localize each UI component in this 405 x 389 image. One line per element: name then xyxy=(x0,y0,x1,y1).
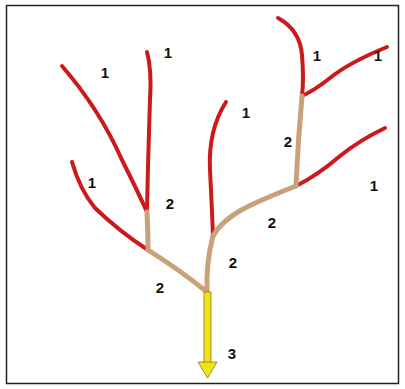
stream-order-number: 1 xyxy=(313,48,321,63)
frame xyxy=(7,6,399,384)
stream-order-number: 2 xyxy=(229,255,237,270)
stream-order-1 xyxy=(62,66,147,212)
stream-order-number: 2 xyxy=(268,215,276,230)
stream-order-1 xyxy=(302,47,387,96)
stream-order-number: 2 xyxy=(166,196,174,211)
stream-order-3 xyxy=(198,292,217,378)
stream-order-number: 2 xyxy=(156,280,164,295)
stream-order-2 xyxy=(213,186,296,236)
stream-order-number: 2 xyxy=(284,134,292,149)
stream-order-2 xyxy=(207,236,213,292)
stream-order-1 xyxy=(278,18,303,96)
stream-order-number: 1 xyxy=(370,178,378,193)
stream-order-number: 1 xyxy=(242,105,250,120)
stream-order-1 xyxy=(210,102,226,236)
stream-order-number: 1 xyxy=(164,45,172,60)
stream-order-2 xyxy=(296,96,302,186)
stream-order-number: 1 xyxy=(101,65,109,80)
stream-order-1 xyxy=(147,52,151,212)
stream-order-1 xyxy=(72,162,148,250)
stream-order-number: 3 xyxy=(228,346,236,361)
stream-order-number: 1 xyxy=(88,175,96,190)
stream-order-number: 1 xyxy=(374,48,382,63)
stream-order-2 xyxy=(147,212,148,250)
